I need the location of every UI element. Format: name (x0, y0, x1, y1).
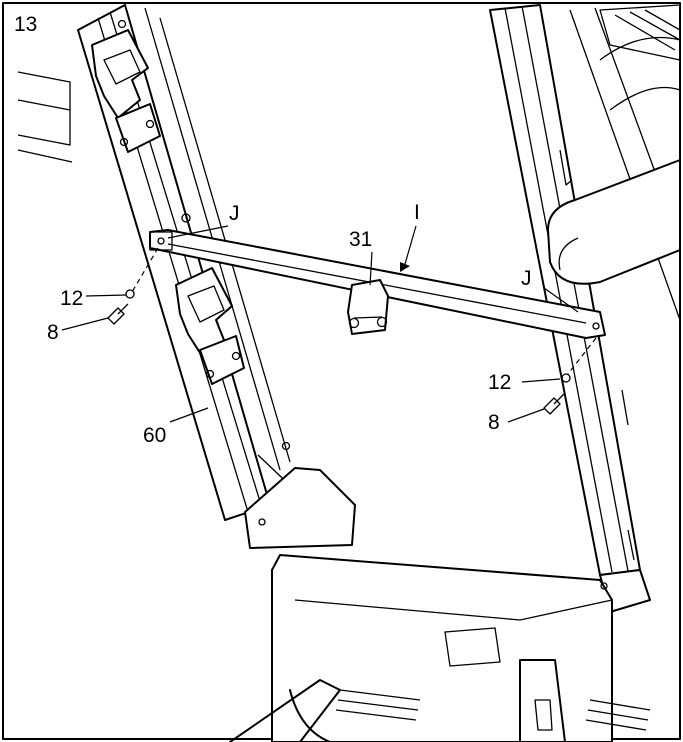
handrail (547, 159, 681, 285)
bracket-31 (347, 279, 389, 335)
callout-part-31: 31 (349, 228, 373, 251)
callout-part-8-left: 8 (47, 321, 59, 344)
upper-left-rails (17, 71, 73, 163)
callout-part-12-right: 12 (488, 371, 512, 394)
upper-bracket (91, 19, 161, 153)
hardware-right (543, 337, 597, 415)
callout-i-crossbar: I (414, 201, 420, 224)
vent-slots-left (335, 689, 421, 721)
leader-lines (61, 225, 579, 423)
base-frame (229, 467, 651, 742)
arrowhead (400, 262, 410, 272)
callout-part-8-right: 8 (488, 411, 500, 434)
step-number: 13 (14, 13, 38, 36)
callout-part-12-left: 12 (60, 287, 84, 310)
callout-j-left: J (229, 202, 240, 225)
right-upright (489, 4, 681, 576)
console-grille (599, 4, 681, 61)
vent-slots-right (585, 699, 651, 731)
callout-j-right: J (521, 267, 532, 290)
callout-part-60: 60 (143, 424, 167, 447)
hardware-left (107, 247, 159, 325)
lower-bracket (175, 213, 291, 451)
